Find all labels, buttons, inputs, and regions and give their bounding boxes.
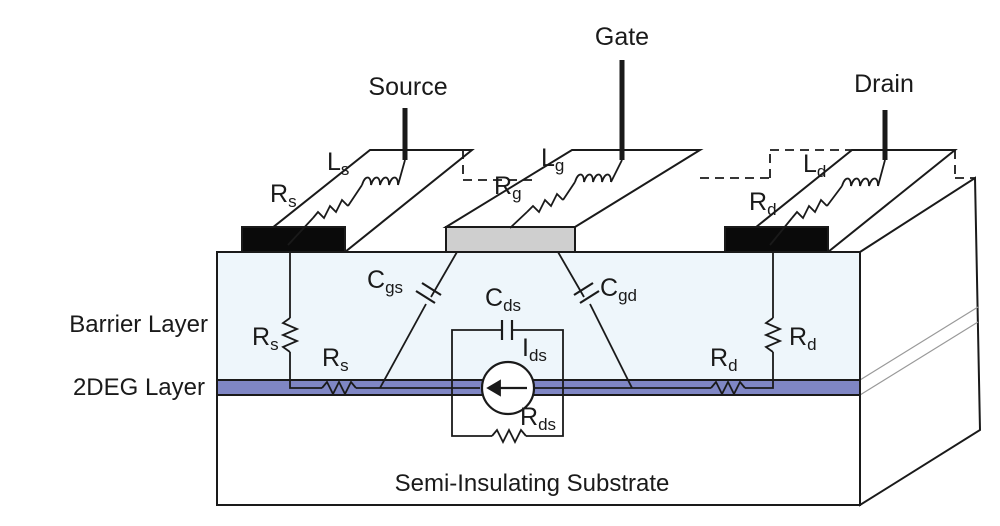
ids-label: Ids xyxy=(522,334,547,365)
device-right-face xyxy=(859,176,982,507)
rd-vertical-resistor xyxy=(763,317,783,353)
drain-label: Drain xyxy=(854,70,914,98)
rs-vertical-resistor xyxy=(280,317,300,353)
barrier-layer-label: Barrier Layer xyxy=(69,311,208,338)
twodeg-layer-label: 2DEG Layer xyxy=(73,374,205,401)
source-label: Source xyxy=(368,73,447,101)
lg-label: Lg xyxy=(541,144,564,175)
rs-channel-resistor xyxy=(321,379,357,397)
rd-top-resistor xyxy=(791,198,828,220)
rd-top-label: Rd xyxy=(749,188,777,219)
cgs-label: Cgs xyxy=(367,266,403,297)
gate-contact xyxy=(445,226,576,253)
rds-resistor xyxy=(491,427,527,445)
substrate-layer-label: Semi-Insulating Substrate xyxy=(395,470,670,497)
ls-inductor xyxy=(361,176,399,186)
rds-label: Rds xyxy=(520,403,556,434)
cds-label: Cds xyxy=(485,284,521,315)
drain-contact xyxy=(724,226,829,253)
device-body xyxy=(216,149,982,507)
layer-labels: Barrier Layer 2DEG Layer Semi-Insulating… xyxy=(69,311,669,497)
terminal-labels: Source Gate Drain xyxy=(368,23,913,101)
rs-top-resistor xyxy=(312,198,349,220)
top-parasitics xyxy=(287,159,886,246)
ld-label: Ld xyxy=(803,150,826,181)
rg-resistor xyxy=(526,192,564,214)
rs-vertical-label: Rs xyxy=(252,323,279,354)
ids-arrow-icon xyxy=(486,379,501,397)
substrate-layer xyxy=(216,394,861,506)
gate-label: Gate xyxy=(595,23,649,51)
rg-label: Rg xyxy=(494,172,522,203)
ls-label: Ls xyxy=(327,148,349,179)
rs-top-label: Rs xyxy=(270,180,297,211)
barrier-layer xyxy=(216,251,861,381)
terminal-leads xyxy=(402,60,888,160)
ld-inductor xyxy=(841,177,879,187)
rd-vertical-label: Rd xyxy=(789,323,817,354)
internal-circuit xyxy=(280,251,783,445)
cgd-label: Cgd xyxy=(600,274,637,305)
lg-inductor xyxy=(574,173,612,183)
gate-strip xyxy=(442,149,704,228)
rd-channel-resistor xyxy=(710,379,746,397)
component-labels: Ls Lg Ld Rs Rg Rd Cgs Cds Cgd Ids Rds Rs… xyxy=(252,144,826,434)
rd-channel-label: Rd xyxy=(710,344,738,375)
rs-channel-label: Rs xyxy=(322,344,349,375)
